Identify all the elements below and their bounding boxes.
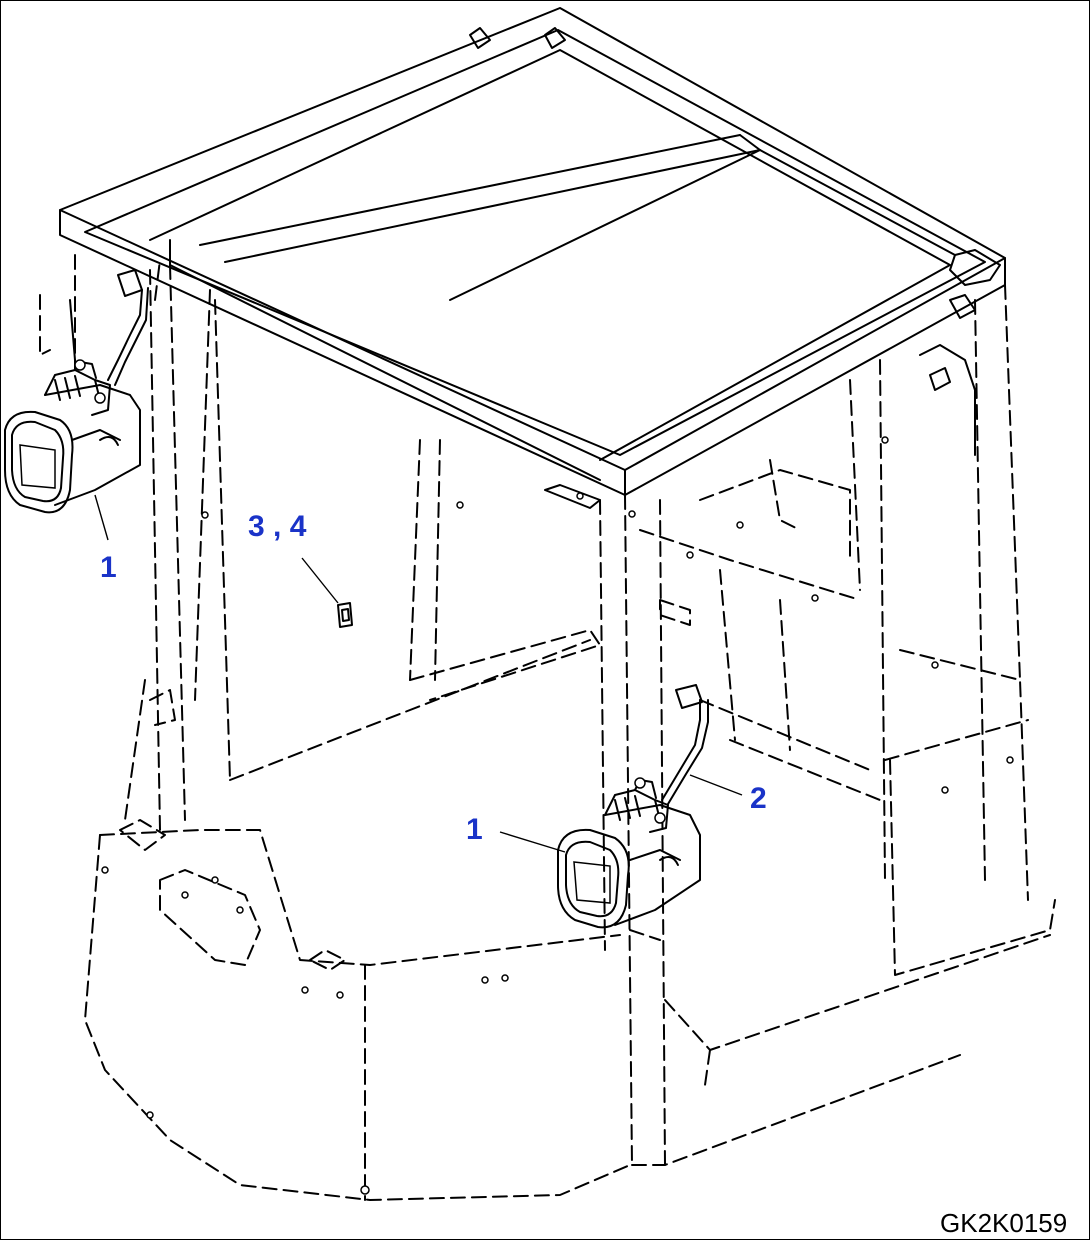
fasteners — [101, 436, 1014, 1195]
callout-harness: 2 — [750, 782, 767, 815]
cab-structure — [39, 254, 1056, 1201]
callout-clip: 3 , 4 — [248, 510, 307, 543]
leader-lines — [94, 494, 743, 853]
callout-lamp-left: 1 — [100, 551, 117, 584]
cab-roof — [59, 7, 1006, 509]
drawing-code: GK2K0159 — [940, 1208, 1068, 1238]
clip-part — [337, 602, 353, 628]
work-lamp-left — [4, 269, 149, 514]
callout-lamp-right: 1 — [466, 813, 483, 846]
work-lamp-right — [557, 684, 709, 929]
